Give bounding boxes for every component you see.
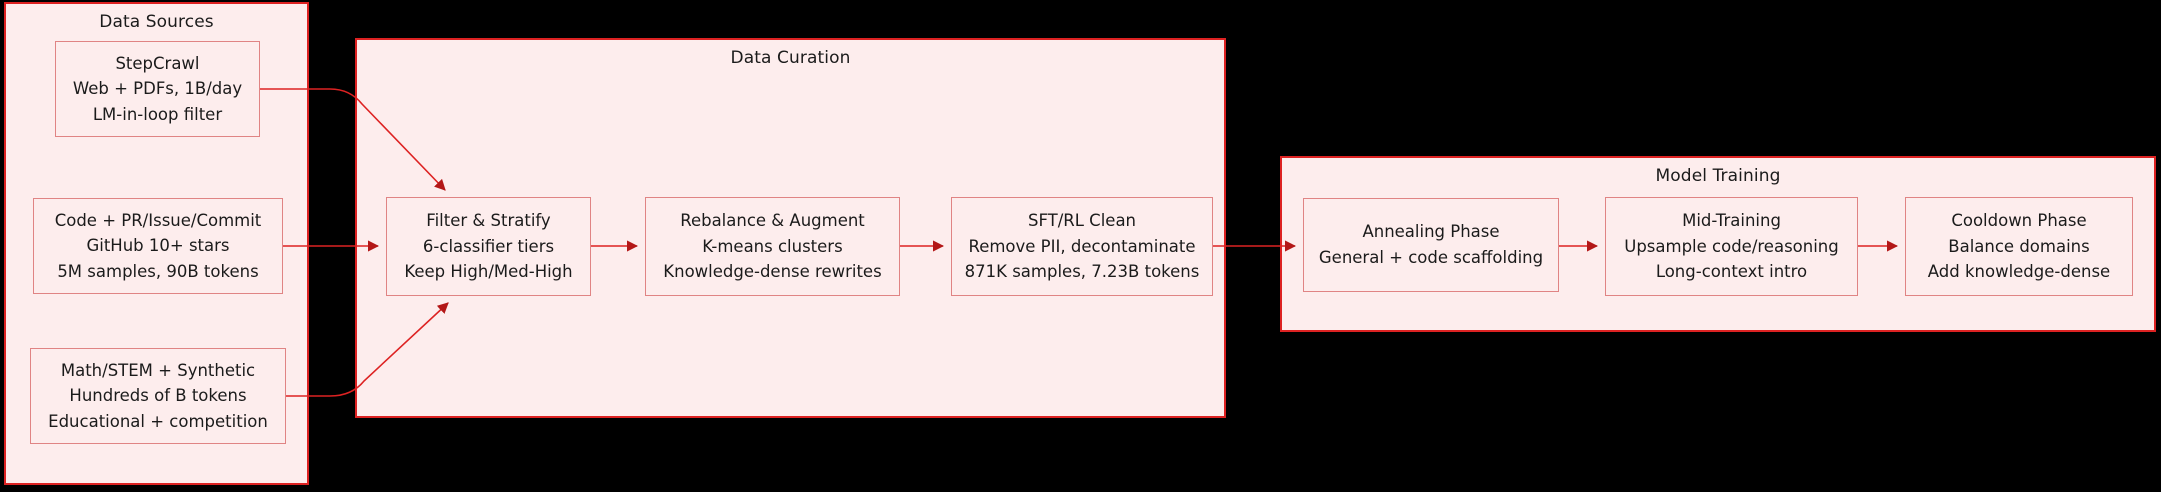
- node-code-line-2: GitHub 10+ stars: [86, 236, 230, 256]
- node-rebalance-line-1: Rebalance & Augment: [680, 211, 865, 231]
- node-filter-line-3: Keep High/Med-High: [404, 262, 573, 282]
- node-midtraining-line-1: Mid-Training: [1682, 211, 1781, 231]
- node-filter-line-1: Filter & Stratify: [426, 211, 551, 231]
- node-cooldown-line-3: Add knowledge-dense: [1927, 262, 2111, 282]
- node-stepcrawl-line-2: Web + PDFs, 1B/day: [72, 79, 243, 99]
- node-code-line-3: 5M samples, 90B tokens: [57, 261, 259, 281]
- node-sft-line-3: 871K samples, 7.23B tokens: [964, 262, 1200, 282]
- node-annealing-phase[interactable]: Annealing Phase General + code scaffoldi…: [1303, 198, 1559, 292]
- cluster-title-data-sources: Data Sources: [99, 12, 214, 32]
- node-filter-line-2: 6-classifier tiers: [422, 236, 555, 256]
- node-rebalance-augment[interactable]: Rebalance & Augment K-means clusters Kno…: [645, 197, 900, 296]
- node-stepcrawl-line-3: LM-in-loop filter: [92, 104, 223, 124]
- node-stepcrawl-line-1: StepCrawl: [115, 53, 200, 73]
- node-midtraining-line-2: Upsample code/reasoning: [1624, 236, 1839, 256]
- node-midtraining-line-3: Long-context intro: [1655, 262, 1808, 282]
- node-sft-rl-clean[interactable]: SFT/RL Clean Remove PII, decontaminate 8…: [951, 197, 1213, 296]
- node-filter-stratify[interactable]: Filter & Stratify 6-classifier tiers Kee…: [386, 197, 591, 296]
- node-code-sources[interactable]: Code + PR/Issue/Commit GitHub 10+ stars …: [33, 198, 283, 294]
- node-stepcrawl[interactable]: StepCrawl Web + PDFs, 1B/day LM-in-loop …: [55, 41, 260, 137]
- node-rebalance-line-2: K-means clusters: [702, 236, 843, 256]
- node-annealing-line-2: General + code scaffolding: [1318, 248, 1544, 267]
- cluster-title-model-training: Model Training: [1655, 166, 1781, 186]
- node-sft-line-1: SFT/RL Clean: [1027, 211, 1137, 231]
- node-cooldown-line-2: Balance domains: [1948, 236, 2090, 256]
- cluster-title-data-curation: Data Curation: [730, 48, 851, 68]
- node-mid-training[interactable]: Mid-Training Upsample code/reasoning Lon…: [1605, 197, 1858, 296]
- node-math-line-2: Hundreds of B tokens: [69, 386, 247, 406]
- node-code-line-1: Code + PR/Issue/Commit: [54, 210, 262, 230]
- node-cooldown-phase[interactable]: Cooldown Phase Balance domains Add knowl…: [1905, 197, 2133, 296]
- node-annealing-line-1: Annealing Phase: [1362, 222, 1500, 242]
- node-cooldown-line-1: Cooldown Phase: [1951, 211, 2087, 231]
- node-rebalance-line-3: Knowledge-dense rewrites: [663, 262, 882, 282]
- node-math-line-3: Educational + competition: [48, 411, 268, 431]
- node-math-line-1: Math/STEM + Synthetic: [60, 360, 256, 380]
- node-sft-line-2: Remove PII, decontaminate: [968, 236, 1196, 256]
- node-math-stem[interactable]: Math/STEM + Synthetic Hundreds of B toke…: [30, 348, 286, 444]
